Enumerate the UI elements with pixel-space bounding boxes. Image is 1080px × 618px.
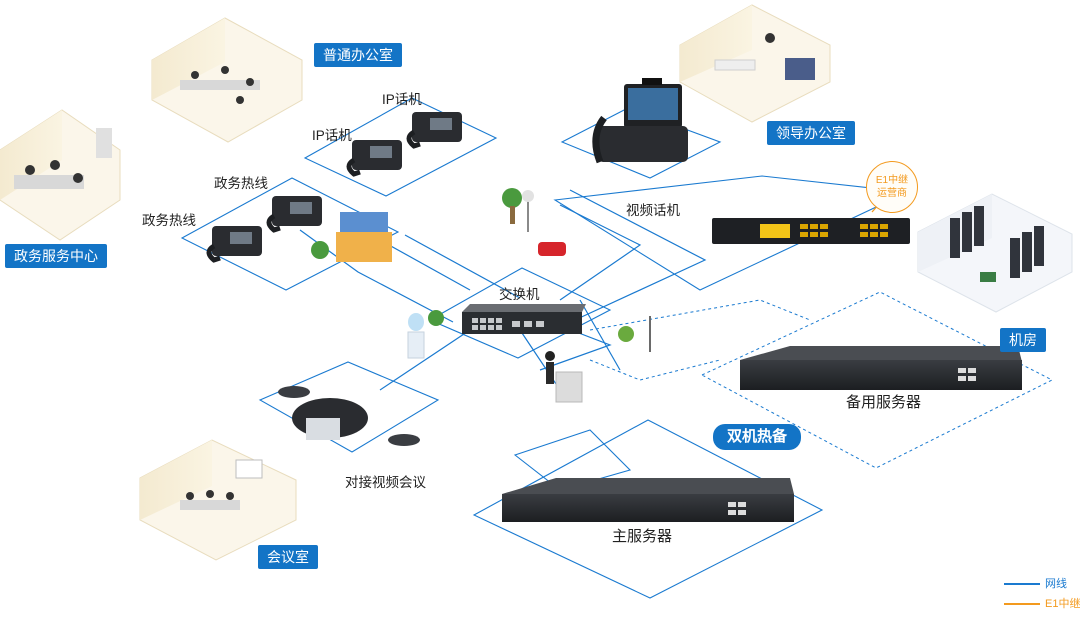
ip-phone-device [346, 140, 402, 177]
badge-gov-service-center: 政务服务中心 [5, 244, 107, 268]
hotline-phone-device [266, 196, 322, 233]
lamp-decoration [522, 190, 651, 352]
backup-server-device [740, 346, 1022, 390]
badge-general-office: 普通办公室 [314, 43, 402, 67]
file-cabinet-decoration [336, 212, 392, 262]
legend-swatch [1004, 583, 1040, 586]
main-server-device [502, 478, 794, 522]
e1-bubble-line2: 运营商 [877, 188, 907, 199]
label-ip-phone-2: IP话机 [312, 128, 352, 143]
label-main-server: 主服务器 [612, 528, 673, 545]
ip-phone-device [406, 112, 462, 149]
video-phone-device [592, 78, 688, 164]
label-video-conference: 对接视频会议 [345, 475, 426, 490]
conference-phone-device [278, 386, 420, 446]
decoration-plants [311, 188, 634, 342]
machine-room-illustration [917, 193, 1073, 313]
badge-meeting-room: 会议室 [258, 545, 318, 569]
badge-leader-office: 领导办公室 [767, 121, 855, 145]
e1-bubble-line1: E1中继 [875, 175, 909, 186]
legend-item-e1: E1中继 [1004, 595, 1080, 611]
car-decoration [538, 242, 566, 256]
label-video-phone: 视频话机 [626, 203, 680, 218]
legend-label: 网线 [1045, 578, 1067, 590]
meeting-room-illustration [139, 439, 297, 561]
e1-operator-bubble: E1中继 运营商 [866, 161, 918, 213]
label-hotline-1: 政务热线 [214, 176, 268, 191]
water-dispenser-decoration [407, 313, 425, 359]
badge-machine-room: 机房 [1000, 328, 1046, 352]
printer-person-decoration [545, 351, 583, 403]
legend-item-network: 网线 [1004, 575, 1067, 591]
badge-hot-standby: 双机热备 [713, 424, 802, 450]
legend-swatch [1004, 603, 1040, 606]
label-switch: 交换机 [499, 287, 540, 302]
label-ip-phone-1: IP话机 [382, 92, 422, 107]
label-backup-server: 备用服务器 [846, 394, 922, 411]
leader-office-illustration [679, 4, 831, 123]
e1-gateway-device [712, 218, 910, 244]
label-hotline-2: 政务热线 [142, 213, 196, 228]
legend-label: E1中继 [1045, 598, 1080, 610]
general-office-illustration [151, 17, 303, 143]
network-switch-device [462, 304, 586, 334]
gov-service-room-illustration [0, 109, 121, 241]
hotline-phone-device [206, 226, 262, 263]
